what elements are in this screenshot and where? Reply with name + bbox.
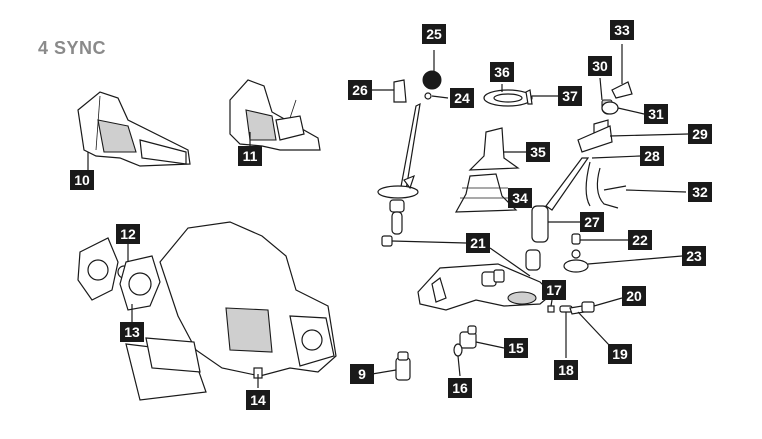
switch-15	[459, 325, 477, 349]
callout-11: 11	[238, 146, 262, 166]
washer-24	[424, 92, 432, 100]
callout-24: 24	[450, 88, 474, 108]
callout-33: 33	[610, 20, 634, 40]
leader-lines	[87, 44, 689, 388]
callout-15: 15	[504, 338, 528, 358]
callout-16: 16	[448, 378, 472, 398]
callout-26: 26	[348, 80, 372, 100]
lever-boot-29	[577, 125, 613, 153]
callout-21: 21	[466, 233, 490, 253]
bushing-31	[601, 101, 619, 115]
callout-36: 36	[490, 62, 514, 82]
bolt-37	[525, 89, 533, 105]
gasket-13	[119, 255, 161, 311]
callout-25: 25	[422, 24, 446, 44]
callout-13: 13	[120, 322, 144, 342]
rod-28	[585, 161, 591, 207]
transmission-assembly-10	[77, 91, 191, 167]
callout-35: 35	[526, 142, 550, 162]
callout-12: 12	[116, 224, 140, 244]
sensor-9	[395, 351, 411, 381]
callout-17: 17	[542, 280, 566, 300]
callout-27: 27	[580, 212, 604, 232]
callout-9: 9	[350, 364, 374, 384]
transmission-assembly-11	[229, 79, 321, 151]
callout-30: 30	[588, 56, 612, 76]
callout-18: 18	[554, 360, 578, 380]
callout-29: 29	[688, 124, 712, 144]
callout-37: 37	[558, 86, 582, 106]
bolt-22	[571, 233, 581, 245]
spring-32	[596, 167, 627, 209]
callout-20: 20	[622, 286, 646, 306]
transmission-case	[125, 221, 337, 401]
callout-14: 14	[246, 390, 270, 410]
nut-20	[581, 301, 595, 313]
lower-boot-34	[454, 173, 518, 213]
callout-32: 32	[688, 182, 712, 202]
washer-23	[563, 259, 589, 273]
callout-23: 23	[682, 246, 706, 266]
washer-16	[453, 343, 463, 357]
callout-10: 10	[70, 170, 94, 190]
callout-22: 22	[628, 230, 652, 250]
callout-34: 34	[508, 188, 532, 208]
callout-31: 31	[644, 104, 668, 124]
pin-17	[547, 305, 555, 313]
part-33	[611, 81, 633, 99]
shift-lever-assembly	[377, 102, 421, 247]
shift-knob-25	[422, 70, 442, 90]
shifter-housing	[417, 263, 553, 311]
callout-28: 28	[640, 146, 664, 166]
knob-26	[393, 79, 407, 103]
diagram-title: 4 SYNC	[38, 38, 107, 58]
callout-19: 19	[608, 344, 632, 364]
upper-boot-35	[468, 127, 520, 171]
